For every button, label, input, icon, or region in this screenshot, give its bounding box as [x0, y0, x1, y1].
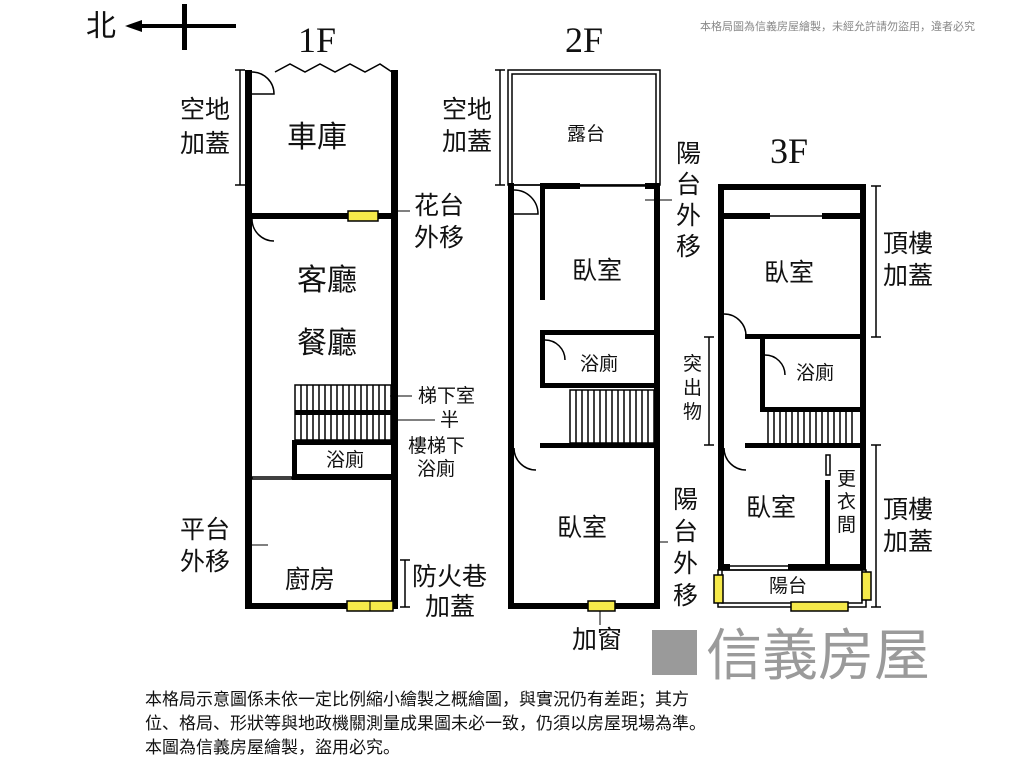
floor-3f: 3F 臥室 浴廁 臥室 更 衣 間 陽台: [713, 131, 933, 612]
note-text: 陽: [673, 485, 698, 514]
note-text: 外: [673, 549, 698, 578]
closet-text: 更: [837, 468, 856, 490]
note-under-stair-bath-2: 浴廁: [417, 457, 455, 480]
room-balcony-3f: 陽台: [769, 575, 807, 597]
north-label: 北: [86, 9, 116, 44]
disclaimer-line: 本格局示意圖係未依一定比例縮小繪製之概繪圖，與實況仍有差距；其方: [145, 690, 689, 710]
note-roof-add-lower-2: 加蓋: [883, 527, 933, 556]
note-vacant-add-1f-2: 加蓋: [180, 129, 230, 158]
room-kitchen: 廚房: [285, 565, 335, 594]
room-dining: 餐廳: [297, 326, 357, 361]
note-platform: 平台: [180, 515, 230, 544]
note-under-stair: 梯下室: [418, 385, 475, 407]
room-terrace: 露台: [567, 123, 605, 145]
note-vacant-add-2f-2: 加蓋: [442, 127, 492, 156]
note-window-add: 加窗: [572, 625, 622, 654]
north-compass: 北: [86, 4, 236, 50]
note-roof-add-upper-2: 加蓋: [883, 261, 933, 290]
note-balcony-upper: 陽 台 外 移: [676, 139, 701, 261]
arrow-left-icon: [125, 20, 142, 32]
note-text: 陽: [676, 139, 701, 168]
room-bedroom-3f-south: 臥室: [746, 493, 796, 522]
watermark-notice: 本格局圖為信義房屋繪製，未經允許請勿盜用，違者必究: [700, 19, 975, 33]
note-fire-lane: 防火巷: [412, 562, 487, 591]
note-planter-2: 外移: [414, 223, 464, 252]
note-under-stair-bath: 樓梯下: [408, 435, 465, 457]
note-text: 突: [683, 353, 702, 375]
watermark: 信義房屋 本格局圖為信義房屋繪製，未經允許請勿盜用，違者必究: [652, 19, 975, 689]
note-text: 出: [683, 377, 702, 399]
floor-title-3f: 3F: [770, 131, 808, 171]
stairs-3f: [767, 412, 853, 443]
note-platform-2: 外移: [180, 547, 230, 576]
note-protrusion: 突 出 物: [683, 353, 702, 423]
disclaimer-line: 本圖為信義房屋繪製，盜用必究。: [145, 738, 400, 758]
room-closet: 更 衣 間: [837, 468, 856, 536]
floor-2f: 2F 露台 臥室 浴廁 臥室 空地 加蓋 陽 台 外 移: [442, 20, 714, 654]
watermark-logo-icon: [652, 630, 697, 675]
note-roof-add-upper: 頂樓: [883, 229, 933, 258]
disclaimer: 本格局示意圖係未依一定比例縮小繪製之概繪圖，與實況仍有差距；其方 位、格局、形狀…: [145, 688, 706, 760]
room-living: 客廳: [297, 263, 357, 298]
room-bath-2f: 浴廁: [580, 352, 618, 375]
closet-text: 間: [837, 514, 856, 536]
room-bath-1f: 浴廁: [326, 448, 364, 471]
note-balcony-lower: 陽 台 外 移: [673, 485, 698, 610]
room-bedroom-3f-north: 臥室: [764, 258, 814, 287]
note-roof-add-lower: 頂樓: [883, 495, 933, 524]
stairs-1f: [294, 384, 392, 441]
note-text: 移: [676, 232, 701, 261]
note-text: 移: [673, 581, 698, 610]
note-text: 外: [676, 201, 701, 230]
note-fire-lane-2: 加蓋: [425, 592, 475, 621]
note-text: 台: [676, 170, 701, 199]
closet-text: 衣: [837, 491, 856, 513]
room-bath-3f: 浴廁: [796, 361, 834, 384]
note-text: 物: [683, 401, 702, 423]
note-text: 台: [673, 517, 698, 546]
floor-title-1f: 1F: [298, 20, 336, 60]
note-half: 半: [440, 409, 459, 431]
note-vacant-add-2f: 空地: [442, 95, 492, 124]
room-garage: 車庫: [287, 120, 347, 155]
room-bedroom-2f-north: 臥室: [572, 256, 622, 285]
room-bedroom-2f-south: 臥室: [557, 513, 607, 542]
floor-title-2f: 2F: [565, 20, 603, 60]
watermark-brand: 信義房屋: [706, 624, 930, 689]
stairs-2f: [569, 389, 655, 444]
floor-1f: 1F 車庫 客廳 餐廳 浴廁 廚房 空地 加蓋 花台 外移 梯下室 半: [180, 20, 487, 621]
note-vacant-add-1f: 空地: [180, 95, 230, 124]
note-planter: 花台: [414, 191, 464, 220]
disclaimer-line: 位、格局、形狀等與地政機關測量成果圖未必一致，仍須以房屋現場為準。: [145, 714, 706, 734]
